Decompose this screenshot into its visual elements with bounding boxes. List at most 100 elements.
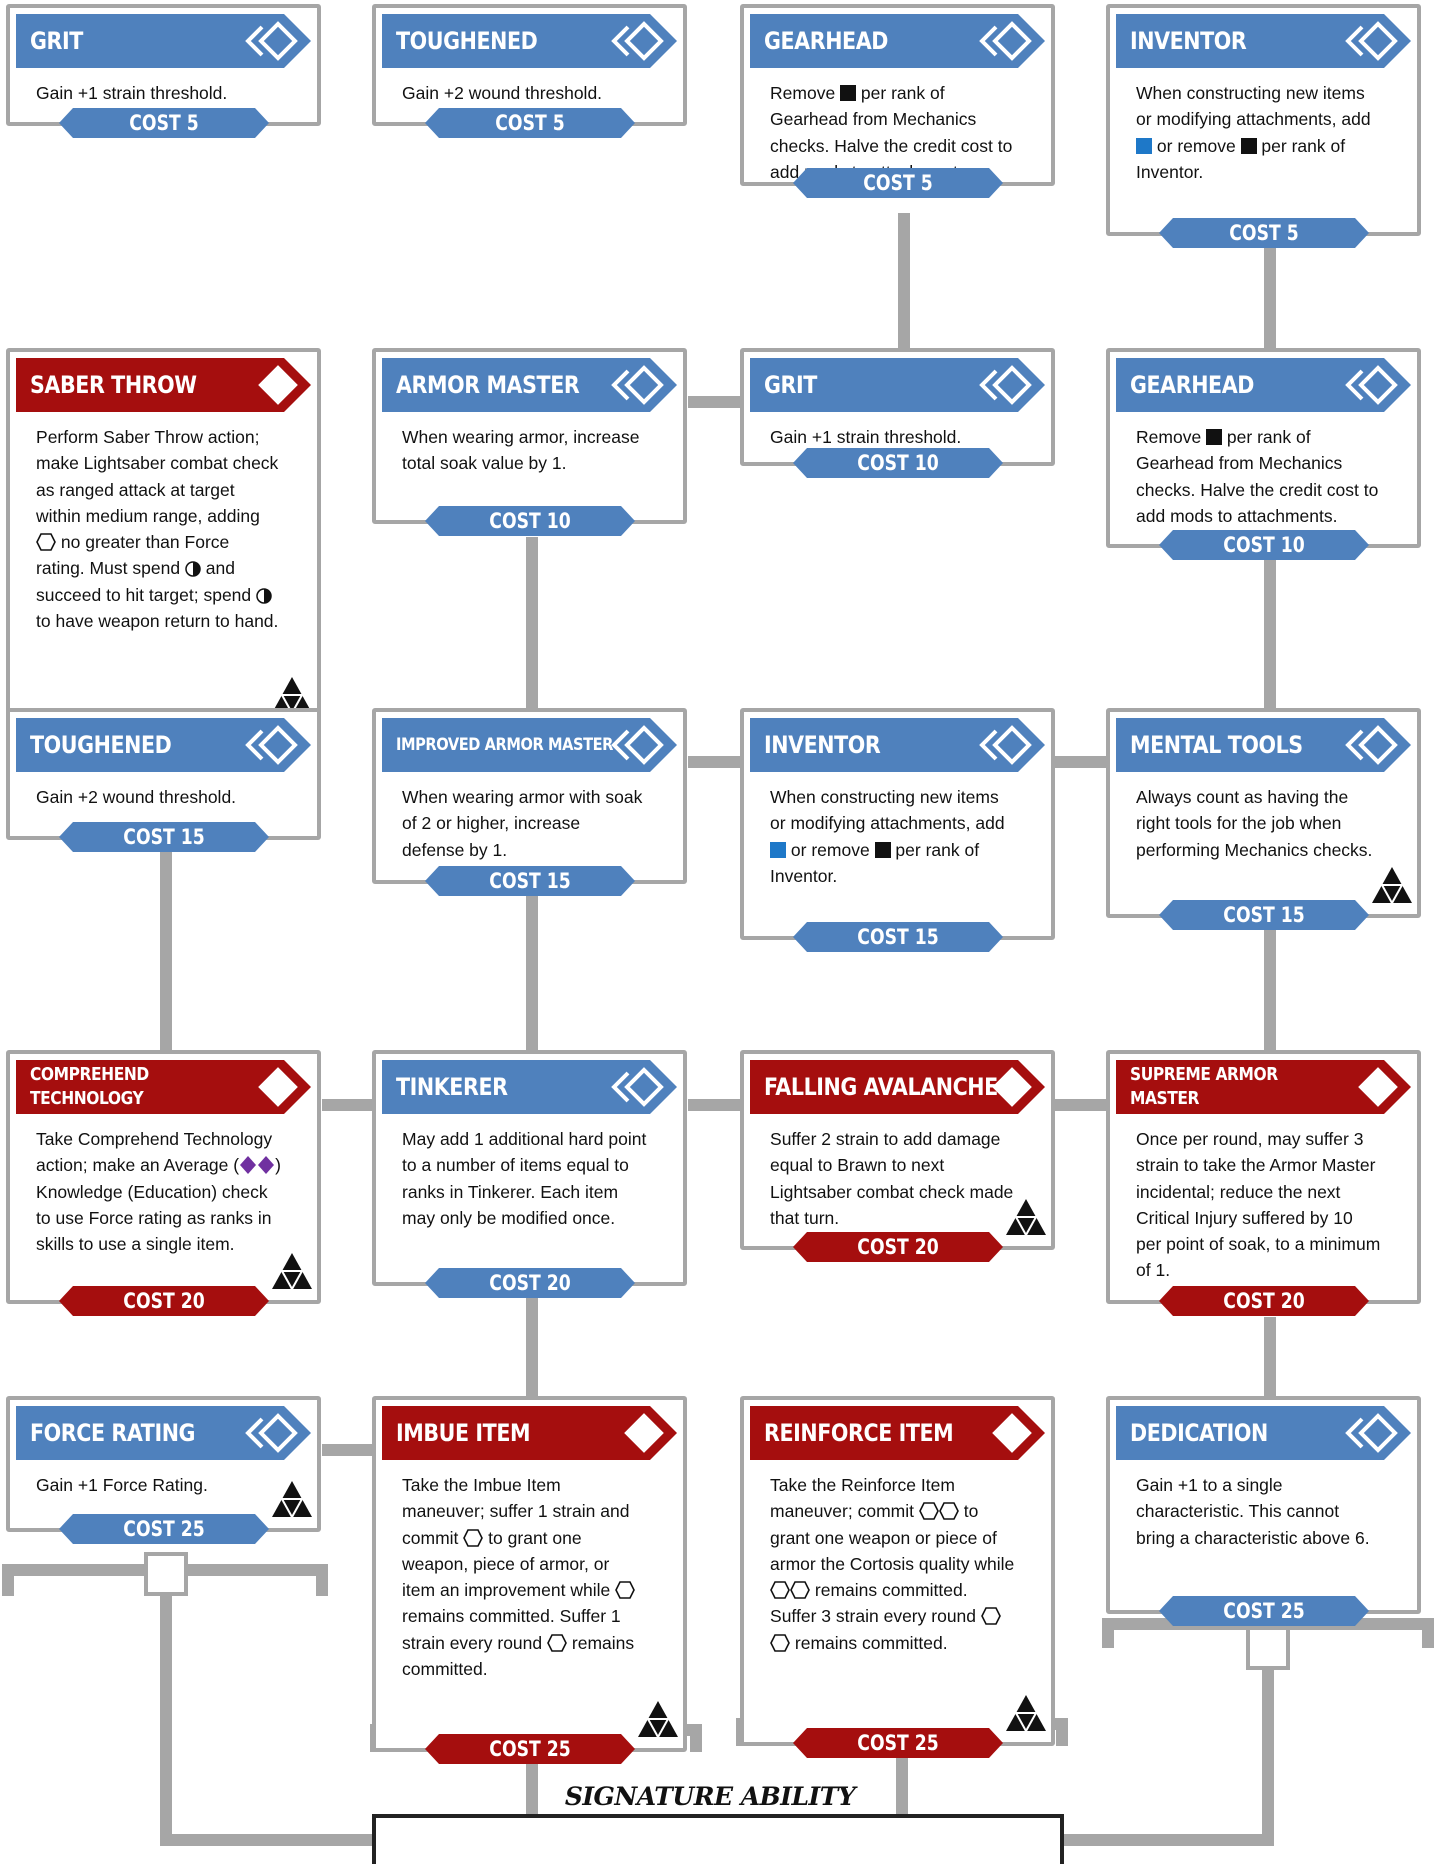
talent-title: GEARHEAD	[1130, 371, 1254, 399]
talent-description: Gain +1 Force Rating.	[36, 1475, 208, 1495]
cost-badge: COST 15	[793, 922, 1003, 952]
talent-card-inventor[interactable]: INVENTOR When constructing new items or m…	[740, 708, 1055, 940]
cost-label: COST 5	[1229, 221, 1299, 245]
force-triangle-icon	[1006, 1199, 1046, 1236]
diamond-icon	[624, 1413, 664, 1453]
talent-title: TOUGHENED	[396, 27, 538, 55]
talent-card-dedication[interactable]: DEDICATION Gain +1 to a single characteri…	[1106, 1396, 1421, 1614]
talent-description: Remove per rank of Gearhead from Mechani…	[1136, 427, 1379, 526]
talent-header: SUPREME ARMOR MASTER	[1116, 1060, 1416, 1114]
force-die-icon	[463, 1528, 484, 1547]
talent-card-force-rating[interactable]: FORCE RATING Gain +1 Force Rating.	[6, 1396, 321, 1532]
talent-header: INVENTOR	[750, 718, 1050, 772]
talent-header: INVENTOR	[1116, 14, 1416, 68]
talent-description: When constructing new items or modifying…	[1136, 83, 1371, 182]
force-triangle-icon	[272, 1481, 312, 1518]
cost-label: COST 10	[489, 509, 571, 533]
talent-card-toughened[interactable]: TOUGHENED Gain +2 wound threshold.	[372, 4, 687, 126]
talent-title: IMBUE ITEM	[396, 1419, 531, 1447]
talent-header: DEDICATION	[1116, 1406, 1416, 1460]
cost-label: COST 20	[857, 1235, 939, 1259]
talent-title: COMPREHEND TECHNOLOGY	[30, 1064, 149, 1109]
force-die-icon	[36, 533, 56, 551]
talent-header: COMPREHEND TECHNOLOGY	[16, 1060, 316, 1114]
talent-card-gearhead[interactable]: GEARHEAD Remove per rank of Gearhead from…	[1106, 348, 1421, 548]
cost-badge: COST 20	[1159, 1286, 1369, 1316]
talent-description: Take the Imbue Item maneuver; suffer 1 s…	[402, 1475, 636, 1680]
talent-description: Gain +1 to a single characteristic. This…	[1136, 1475, 1370, 1548]
force-die-icon	[918, 1502, 939, 1521]
diamond-icon	[245, 725, 298, 765]
force-triangle-icon	[1372, 867, 1412, 904]
diamond-icon	[258, 365, 298, 405]
signature-ability-label: SIGNATURE ABILITY	[564, 1782, 856, 1811]
diamond-icon	[979, 725, 1032, 765]
force-triangle-icon	[1006, 1695, 1046, 1732]
cost-label: COST 10	[1223, 533, 1305, 557]
talent-title: TOUGHENED	[30, 731, 172, 759]
talent-description: When wearing armor with soak of 2 or hig…	[402, 787, 643, 860]
cost-badge: COST 15	[425, 866, 635, 896]
diamond-icon	[1345, 725, 1398, 765]
talent-title: TINKERER	[396, 1073, 508, 1101]
talent-title: SABER THROW	[30, 371, 197, 399]
talent-title: ARMOR MASTER	[396, 371, 580, 399]
cost-label: COST 15	[1223, 903, 1305, 927]
cost-label: COST 20	[489, 1271, 571, 1295]
diamond-icon	[1345, 365, 1398, 405]
force-die-icon	[980, 1607, 1001, 1626]
cost-label: COST 20	[123, 1289, 205, 1313]
talent-title: FORCE RATING	[30, 1419, 196, 1447]
diamond-icon	[611, 725, 664, 765]
talent-title: REINFORCE ITEM	[764, 1419, 954, 1447]
talent-title: SUPREME ARMOR MASTER	[1130, 1064, 1278, 1109]
talent-description: Gain +2 wound threshold.	[402, 83, 603, 103]
talent-card-toughened[interactable]: TOUGHENED Gain +2 wound threshold.	[6, 708, 321, 840]
diamond-icon	[245, 1413, 298, 1453]
cost-badge: COST 25	[59, 1514, 269, 1544]
cost-badge: COST 20	[59, 1286, 269, 1316]
half-circle-icon	[185, 561, 201, 578]
diamond-icon	[611, 1067, 664, 1107]
talent-description: Gain +2 wound threshold.	[36, 787, 237, 807]
cost-label: COST 20	[1223, 1289, 1305, 1313]
talent-header: TOUGHENED	[16, 718, 316, 772]
cost-label: COST 15	[123, 825, 205, 849]
setback-die-icon	[874, 841, 891, 858]
talent-description: When constructing new items or modifying…	[770, 787, 1005, 886]
cost-badge: COST 15	[1159, 900, 1369, 930]
talent-card-imbue-item[interactable]: IMBUE ITEM Take the Imbue Item maneuver; …	[372, 1396, 687, 1752]
diamond-icon	[245, 21, 298, 61]
talent-card-inventor[interactable]: INVENTOR When constructing new items or m…	[1106, 4, 1421, 236]
force-die-icon	[938, 1502, 959, 1521]
talent-title: INVENTOR	[1130, 27, 1247, 55]
cost-badge: COST 25	[425, 1734, 635, 1764]
setback-die-icon	[1240, 137, 1257, 154]
talent-description: Gain +1 strain threshold.	[770, 427, 962, 447]
diamond-icon	[611, 21, 664, 61]
talent-header: REINFORCE ITEM	[750, 1406, 1050, 1460]
signature-ability-slot[interactable]	[372, 1814, 1064, 1864]
bracket-square	[1246, 1626, 1290, 1670]
cost-badge: COST 25	[1159, 1596, 1369, 1626]
talent-header: GEARHEAD	[750, 14, 1050, 68]
talent-header: GEARHEAD	[1116, 358, 1416, 412]
force-triangle-icon	[272, 1253, 312, 1290]
cost-label: COST 5	[863, 171, 933, 195]
cost-badge: COST 20	[793, 1232, 1003, 1262]
diamond-icon	[979, 21, 1032, 61]
diamond-icon	[1345, 21, 1398, 61]
